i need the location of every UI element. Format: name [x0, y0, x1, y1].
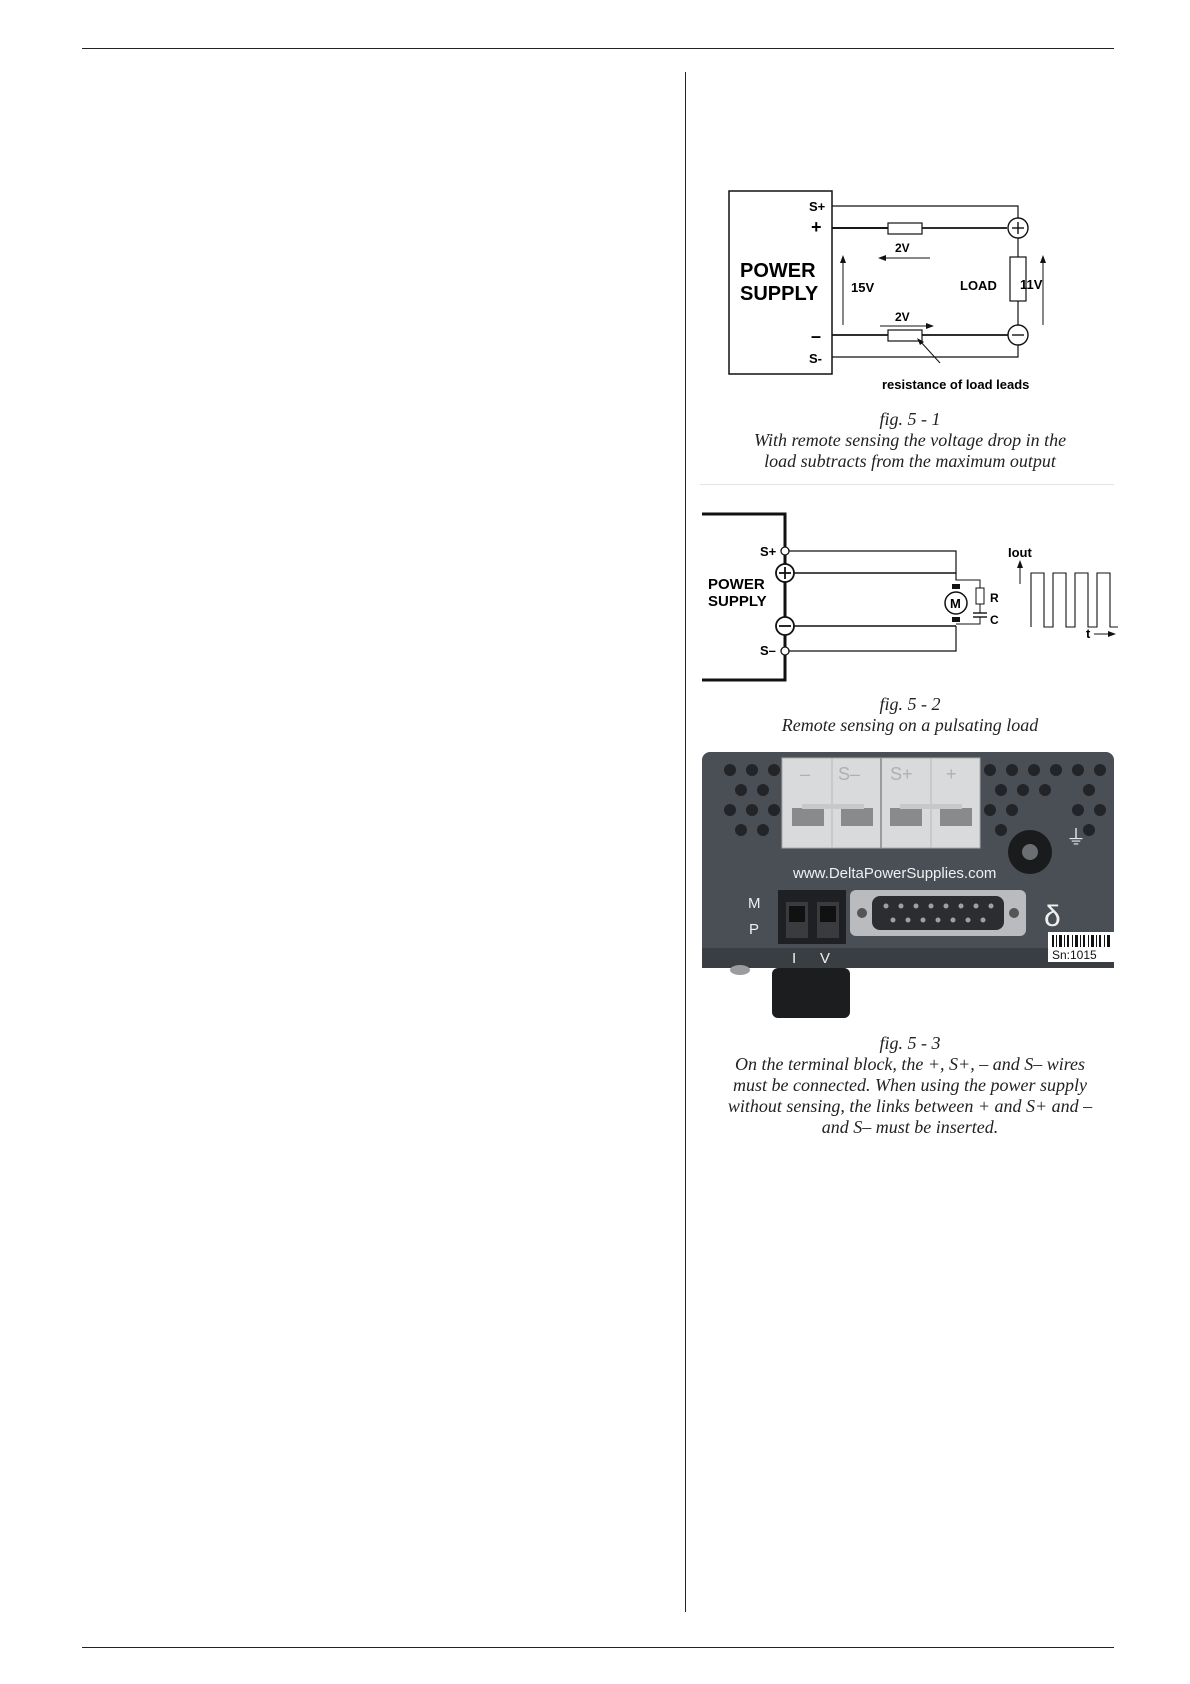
box-title-line1: POWER [740, 260, 816, 282]
current-label: Iout [1008, 545, 1032, 560]
serial-label: Sn:1015 [1052, 948, 1097, 962]
rubber-foot [772, 968, 850, 1018]
lead-resistor-bottom [887, 329, 923, 342]
column-divider [685, 72, 686, 1612]
terminal-minus: – [811, 326, 821, 346]
website-label: www.DeltaPowerSupplies.com [792, 865, 996, 882]
terminal-slots [792, 808, 972, 826]
vent-holes [724, 764, 1106, 836]
caption-number: fig. 5 - 3 [879, 1033, 941, 1053]
box-title-line1: POWER [708, 576, 765, 593]
figure-5-3-photo: – S– S+ + ⏚ www.DeltaPowerSupplies.com M… [700, 748, 1114, 1028]
motor-symbol [944, 591, 968, 615]
time-label: t [1086, 626, 1091, 641]
switch-label-m: M [748, 895, 761, 912]
box-title-line2: SUPPLY [708, 593, 767, 610]
figure-separator [700, 484, 1114, 485]
switch-label-i: I [792, 950, 796, 967]
figure-5-2-diagram: POWER SUPPLY S+ S– M R C Iout t [702, 512, 1118, 682]
caption-line: Remote sensing on a pulsating load [781, 715, 1039, 735]
motor-label: M [950, 596, 961, 611]
leads-label: resistance of load leads [882, 377, 1029, 392]
switch-label-v: V [820, 950, 830, 967]
caption-line: must be connected. When using the power … [733, 1075, 1087, 1095]
caption-number: fig. 5 - 2 [879, 694, 941, 714]
caption-line: and S– must be inserted. [821, 1117, 999, 1137]
supply-voltage-label: 15V [851, 280, 874, 295]
brand-logo-delta: δ [1044, 900, 1061, 933]
terminal-label-s-plus: S+ [890, 764, 913, 784]
footer-rule [82, 1647, 1114, 1648]
power-supply-box [728, 190, 833, 375]
caption-line: With remote sensing the voltage drop in … [753, 430, 1067, 450]
figure-5-2-caption: fig. 5 - 2 Remote sensing on a pulsating… [700, 694, 1120, 736]
terminal-label-minus: – [800, 764, 810, 784]
caption-line: On the terminal block, the +, S+, – and … [734, 1054, 1086, 1074]
terminal-label-s-minus: S– [838, 764, 860, 784]
terminal-plus: + [811, 217, 822, 237]
figure-5-1-diagram: POWER SUPPLY S+ + – S- 2V 2V 15V LOAD 11… [728, 190, 1046, 392]
drop-bottom-label: 2V [895, 310, 910, 324]
drop-top-label: 2V [895, 241, 910, 255]
figure-5-1-caption: fig. 5 - 1 With remote sensing the volta… [700, 409, 1120, 472]
load-voltage-label: 11V [1020, 277, 1043, 292]
current-waveform [1030, 572, 1118, 628]
terminal-s-minus: S– [760, 643, 776, 658]
terminal-s-plus: S+ [760, 544, 777, 559]
caption-number: fig. 5 - 1 [879, 409, 941, 429]
terminal-label-plus: + [946, 764, 957, 784]
terminal-s-minus: S- [809, 351, 822, 366]
header-rule [82, 48, 1114, 49]
caption-line: load subtracts from the maximum output [764, 451, 1056, 471]
figure-5-3-caption: fig. 5 - 3 On the terminal block, the +,… [700, 1033, 1120, 1138]
load-label: LOAD [960, 278, 997, 293]
snubber-resistor [975, 587, 985, 605]
resistor-label: R [990, 591, 999, 605]
switch-label-p: P [749, 921, 759, 938]
ground-icon: ⏚ [1066, 827, 1086, 849]
terminal-s-plus: S+ [809, 199, 826, 214]
capacitor-label: C [990, 613, 999, 627]
lead-resistor-top [887, 222, 923, 235]
caption-line: without sensing, the links between + and… [727, 1096, 1093, 1116]
box-title-line2: SUPPLY [740, 283, 819, 305]
